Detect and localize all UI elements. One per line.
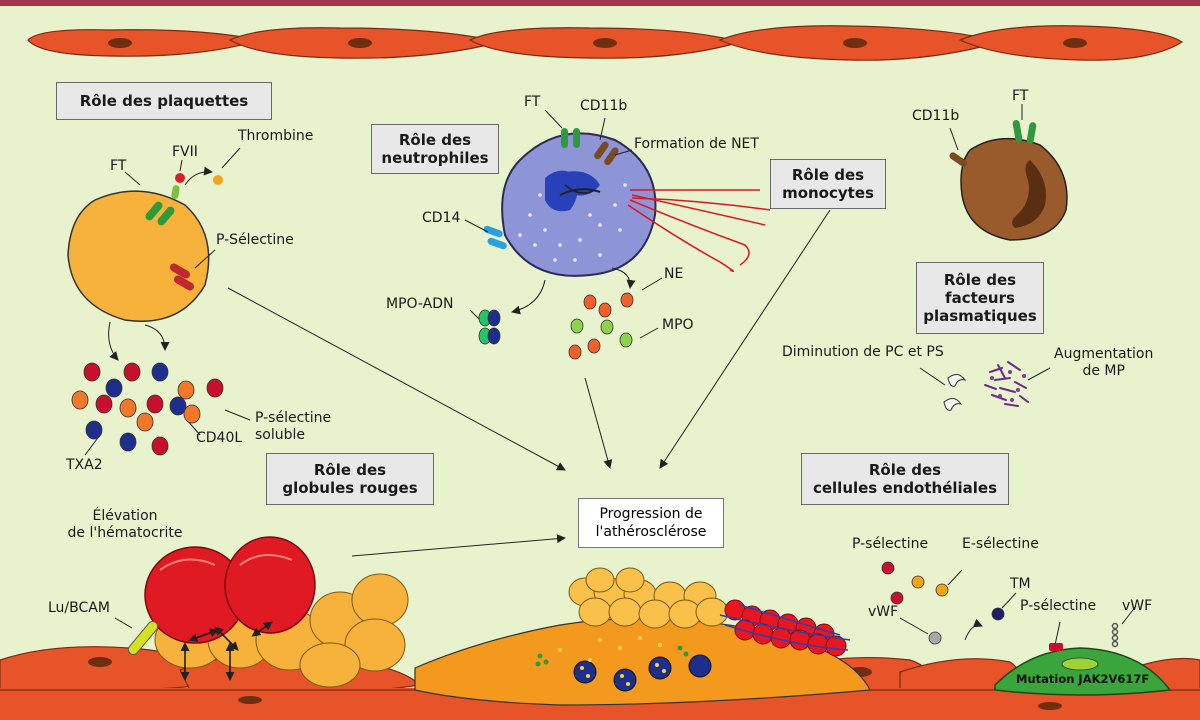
neutrophil-granules <box>478 292 634 360</box>
platelet-granules <box>71 362 224 456</box>
endothelial-lines <box>899 569 1061 646</box>
label-e-selectine: E-sélectine <box>962 536 1039 552</box>
label-p-selectine-soluble: P-sélectine soluble <box>255 410 332 443</box>
top-border <box>0 0 1200 6</box>
neutrophil <box>483 128 771 277</box>
label-vwf-cell: vWF <box>1122 598 1153 614</box>
label-thrombine: Thrombine <box>238 128 314 144</box>
plasma-factors <box>943 361 1029 411</box>
label-mpo-adn: MPO-ADN <box>386 296 454 312</box>
label-mpo: MPO <box>662 317 694 333</box>
section-endothelial: Rôle des cellules endothéliales <box>801 453 1009 505</box>
atherosclerotic-plaque <box>414 567 871 706</box>
label-mp: Augmentation de MP <box>1054 346 1154 379</box>
label-hematocrit: Élévation de l'hématocrite <box>67 508 183 541</box>
arrows-to-progression <box>227 209 831 557</box>
label-vwf-free: vWF <box>868 604 899 620</box>
platelet <box>67 173 223 322</box>
label-cd11b-monocyte: CD11b <box>912 108 960 124</box>
label-cd11b-neutrophil: CD11b <box>580 98 628 114</box>
label-jak2: Mutation JAK2V617F <box>1016 672 1150 686</box>
label-ft-platelet: FT <box>110 158 127 174</box>
red-cells-arrows <box>180 621 273 681</box>
label-p-selectine-cell: P-sélectine <box>1020 598 1097 614</box>
top-endothelium <box>27 25 1184 61</box>
label-ft-monocyte: FT <box>1012 88 1029 104</box>
monocyte <box>949 120 1068 241</box>
section-neutrophils: Rôle des neutrophiles <box>371 124 499 174</box>
plasma-lines <box>919 367 1051 386</box>
label-p-selectine-platelet: P-Sélectine <box>216 232 294 248</box>
label-fvii: FVII <box>172 144 198 160</box>
label-p-selectine-endo: P-sélectine <box>852 536 929 552</box>
endothelial-factors <box>881 561 1005 645</box>
section-platelets: Rôle des plaquettes <box>56 82 272 120</box>
section-red-cells: Rôle des globules rouges <box>266 453 434 505</box>
platelet-lines <box>84 147 251 456</box>
label-cd14: CD14 <box>422 210 461 226</box>
label-ft-neutrophil: FT <box>524 94 541 110</box>
label-ne: NE <box>664 266 684 282</box>
monocyte-lines <box>949 104 1023 151</box>
label-tm: TM <box>1010 576 1031 592</box>
section-monocytes: Rôle des monocytes <box>770 159 886 209</box>
label-cd40l: CD40L <box>196 430 243 446</box>
section-plasma-factors: Rôle des facteurs plasmatiques <box>916 262 1044 334</box>
jak2-cell <box>994 605 1172 696</box>
progression-box: Progression de l'athérosclérose <box>578 498 724 548</box>
red-cells-lines <box>114 617 133 629</box>
neutrophil-lines <box>464 109 663 339</box>
red-cells-cluster <box>127 536 409 688</box>
label-pc-ps: Diminution de PC et PS <box>782 344 944 360</box>
label-lu-bcam: Lu/BCAM <box>48 600 110 616</box>
label-net-formation: Formation de NET <box>634 136 759 152</box>
label-txa2: TXA2 <box>66 457 103 473</box>
